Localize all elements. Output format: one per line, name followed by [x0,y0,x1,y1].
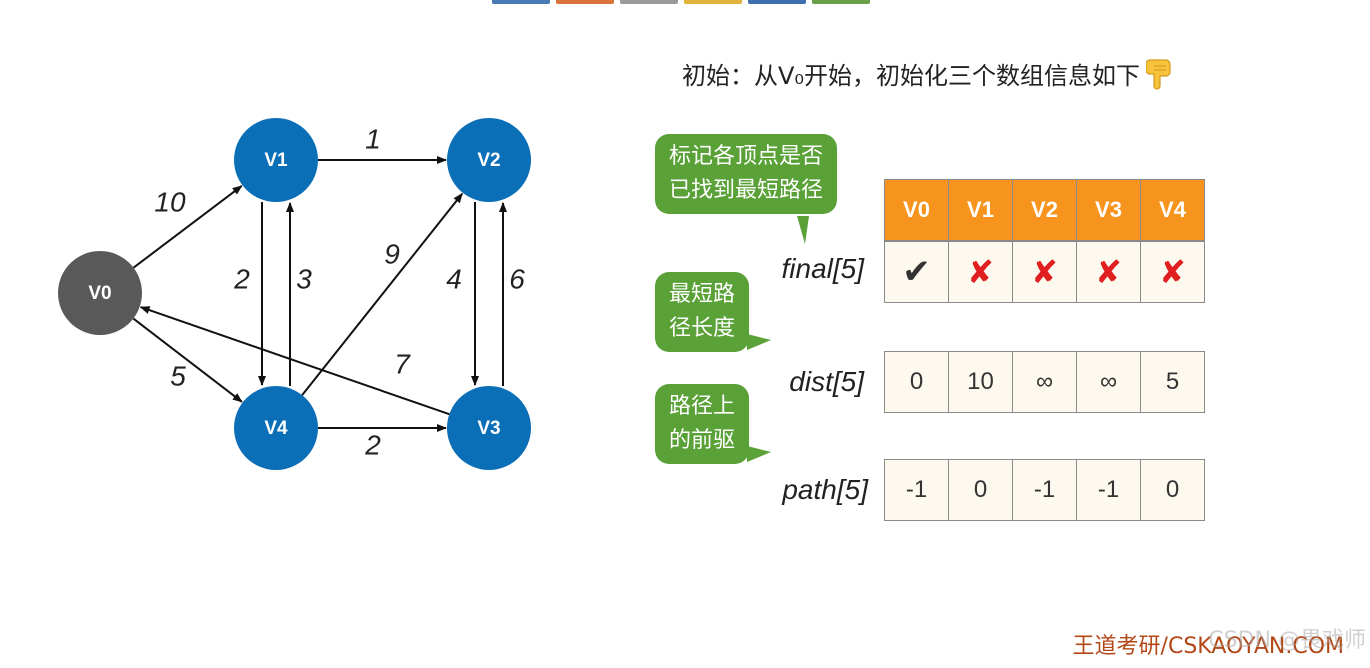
bubble-tail [747,334,771,350]
bubble-tail [797,216,809,244]
bubble-path: 路径上 的前驱 [655,384,771,464]
header-cell-v2: V2 [1012,179,1077,241]
final-cell: ✘ [1012,241,1077,303]
path-array: -1 0 -1 -1 0 [884,459,1205,521]
edge-weight-v3-v2: 6 [509,263,525,294]
dist-cell: 10 [948,351,1013,413]
intro-caption: 初始：从V₀开始，初始化三个数组信息如下 [682,56,1174,91]
edges-layer: 10 5 1 2 3 9 2 4 6 7 [132,123,525,460]
edge-weight-v1-v2: 1 [365,123,381,154]
node-v3: V3 [447,386,531,470]
edge-weight-v0-v1: 10 [154,186,186,217]
strip-segment [556,0,614,4]
array-header-row: V0 V1 V2 V3 V4 [884,179,1205,241]
cross-icon: ✘ [967,254,994,290]
strip-segment [620,0,678,4]
final-cell: ✔ [884,241,949,303]
edge-weight-v3-v0: 7 [394,348,411,379]
header-cell-v4: V4 [1140,179,1205,241]
edge-v0-v1 [132,185,243,269]
dist-cell: ∞ [1076,351,1141,413]
cross-icon: ✘ [1031,254,1058,290]
edge-weight-v4-v3: 2 [364,429,381,460]
strip-segment [492,0,550,4]
path-array-label: path[5] [782,474,868,505]
node-v1: V1 [234,118,318,202]
node-label: V1 [264,150,288,171]
path-cell: -1 [884,459,949,521]
edge-weight-v1-v4: 2 [233,263,250,294]
bubble-final: 标记各顶点是否 已找到最短路径 [655,134,838,244]
bubble-tail [747,446,771,462]
pointing-down-hand-icon [1146,58,1171,90]
edge-v4-v2 [301,192,464,396]
node-circle [447,118,531,202]
path-cell: -1 [1012,459,1077,521]
path-cell: -1 [1076,459,1141,521]
final-cell: ✘ [948,241,1013,303]
dist-array-label: dist[5] [789,366,864,397]
node-circle [58,251,142,335]
cross-icon: ✘ [1095,254,1122,290]
header-cell-v1: V1 [948,179,1013,241]
node-label: V0 [88,283,111,304]
final-cell: ✘ [1140,241,1205,303]
cross-icon: ✘ [1159,254,1186,290]
strip-segment [748,0,806,4]
bubble-dist-line1: 最短路 [669,282,736,307]
edge-weight-v4-v1: 3 [296,263,312,294]
edge-weight-v2-v3: 4 [446,263,462,294]
final-array: ✔ ✘ ✘ ✘ ✘ [884,241,1205,303]
checkmark-icon: ✔ [902,253,931,291]
bubble-path-line2: 的前驱 [669,428,736,453]
bubble-dist-line2: 径长度 [669,316,736,341]
final-cell: ✘ [1076,241,1141,303]
node-label: V4 [264,418,288,439]
node-circle [234,386,318,470]
header-cell-v0: V0 [884,179,949,241]
dist-array: 0 10 ∞ ∞ 5 [884,351,1205,413]
edge-v3-v0 [139,306,450,416]
strip-segment [684,0,742,4]
top-color-strip [492,0,870,4]
node-label: V3 [477,418,500,439]
node-v0: V0 [58,251,142,335]
dist-cell: ∞ [1012,351,1077,413]
node-v2: V2 [447,118,531,202]
bubble-final-line2: 已找到最短路径 [669,178,824,203]
final-array-label: final[5] [781,253,865,284]
strip-segment [812,0,870,4]
bubble-path-line1: 路径上 [669,394,736,419]
path-cell: 0 [1140,459,1205,521]
node-circle [447,386,531,470]
path-cell: 0 [948,459,1013,521]
watermark: CSDN @畏戏师 [1208,628,1366,653]
edge-weight-v0-v4: 5 [170,360,186,391]
edge-v0-v4 [132,317,243,403]
node-v4: V4 [234,386,318,470]
footer-brand: 王道考研/CSKAOYAN.COM [1072,634,1344,659]
dist-cell: 0 [884,351,949,413]
dist-cell: 5 [1140,351,1205,413]
node-circle [234,118,318,202]
header-cell-v3: V3 [1076,179,1141,241]
node-label: V2 [477,150,500,171]
bubble-final-line1: 标记各顶点是否 [669,144,824,169]
intro-text: 初始：从V₀开始，初始化三个数组信息如下 [682,62,1141,90]
edge-weight-v4-v2: 9 [384,238,400,269]
bubble-dist: 最短路 径长度 [655,272,771,352]
